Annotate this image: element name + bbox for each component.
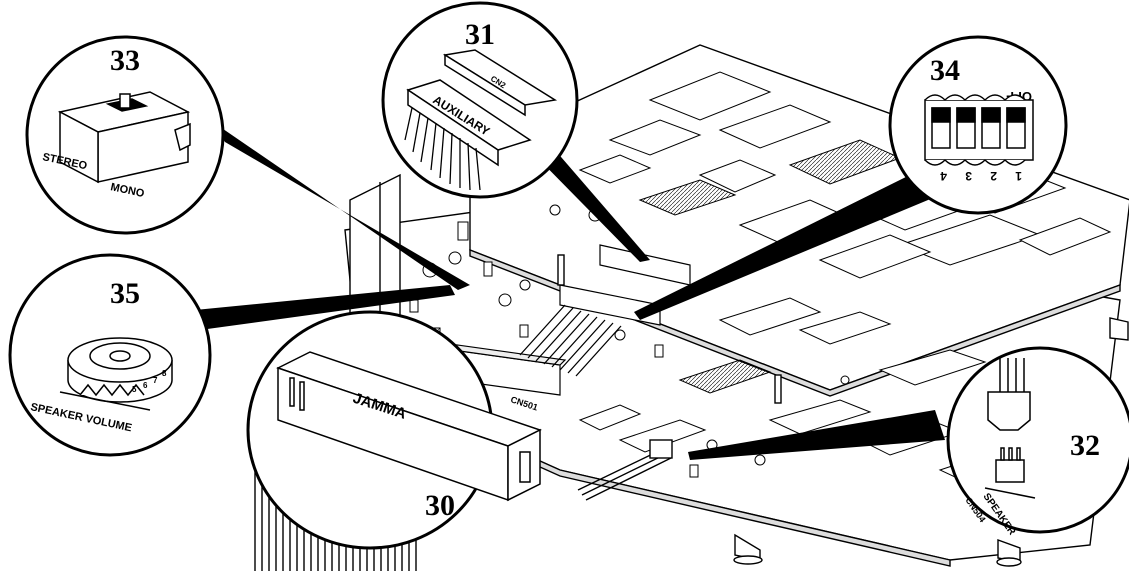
dial-number-6: 6 bbox=[143, 381, 148, 390]
dip-number-1: 1 bbox=[1015, 169, 1022, 183]
leader-33 bbox=[210, 120, 470, 290]
dip-number-3: 3 bbox=[965, 169, 972, 183]
speaker-connector-drawing bbox=[984, 358, 1036, 499]
callout-35-speaker-volume: 35 5 6 7 8 SPEAKER VOLUME bbox=[8, 253, 212, 457]
board-standoffs bbox=[557, 254, 1129, 567]
jamma-connector-drawing bbox=[276, 351, 542, 502]
leader-35 bbox=[195, 285, 455, 330]
slide-switch-drawing bbox=[57, 91, 191, 184]
callout-34-dip-switch: 34 OFF 1 2 3 4 bbox=[888, 35, 1068, 215]
dip-number-4: 4 bbox=[940, 169, 947, 183]
callout-33-stereo-mono-switch: 33 STEREO MONO bbox=[25, 35, 225, 235]
auxiliary-ribbon-wires bbox=[519, 304, 622, 377]
callout-leaders bbox=[195, 120, 945, 460]
callout-number-30: 30 bbox=[425, 489, 455, 522]
leader-34 bbox=[634, 170, 940, 320]
leader-31 bbox=[520, 140, 650, 262]
callout-number-35: 35 bbox=[110, 277, 140, 310]
callout-number-31: 31 bbox=[465, 18, 495, 51]
callout-number-33: 33 bbox=[110, 44, 140, 77]
callout-number-32: 32 bbox=[1070, 429, 1100, 462]
callout-number-34: 34 bbox=[930, 54, 960, 87]
dip-number-2: 2 bbox=[990, 169, 997, 183]
callout-31-auxiliary-connector: 31 CN2 AUXILIARY bbox=[381, 1, 579, 199]
callout-32-speaker-connector: SPEAKER CN504 32 bbox=[946, 346, 1129, 538]
leader-32 bbox=[688, 410, 945, 460]
volume-knob-drawing bbox=[59, 337, 173, 411]
dial-number-7: 7 bbox=[153, 376, 158, 385]
auxiliary-wires-drawing bbox=[404, 107, 481, 191]
dip-switch-drawing bbox=[924, 94, 1034, 166]
auxiliary-connector-drawing bbox=[406, 49, 558, 167]
callout-30-jamma-connector: JAMMA CN501 30 bbox=[246, 310, 542, 550]
dial-number-8: 8 bbox=[162, 369, 167, 378]
dial-number-5: 5 bbox=[132, 385, 137, 394]
speaker-wires-on-board bbox=[577, 439, 673, 501]
